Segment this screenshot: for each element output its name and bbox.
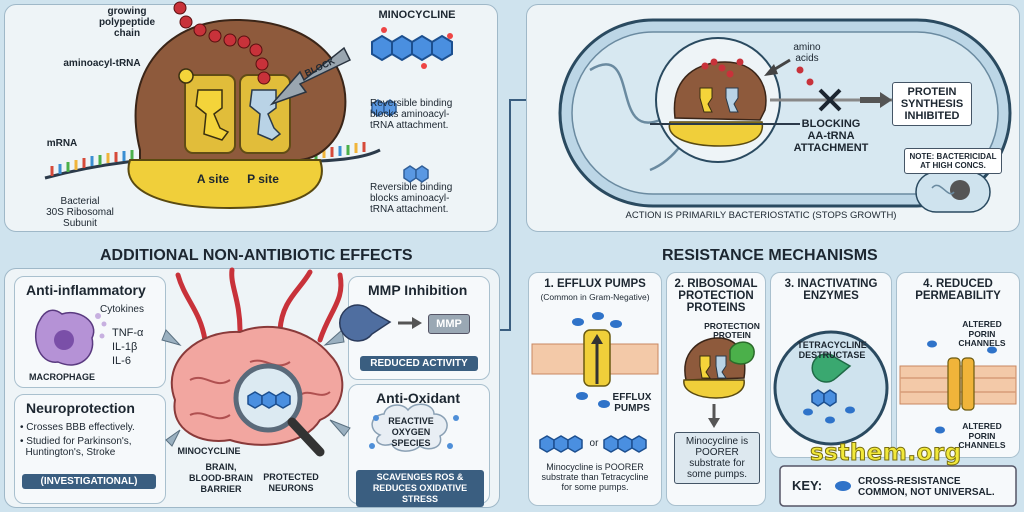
a-site-label: A site bbox=[196, 172, 230, 186]
altered-porin-label-2: ALTERED PORIN CHANNELS bbox=[958, 421, 1006, 450]
cytokines-label: Cytokines bbox=[100, 304, 144, 315]
polypeptide-chain bbox=[173, 1, 271, 85]
mmp-box: MMP bbox=[428, 314, 470, 334]
key-description: CROSS-RESISTANCE COMMON, NOT UNIVERSAL. bbox=[858, 476, 995, 498]
efflux-subtitle: (Common in Gram-Negative) bbox=[540, 292, 650, 302]
resistance-section-title: RESISTANCE MECHANISMS bbox=[656, 247, 884, 265]
scavenges-banner: SCAVENGES ROS & REDUCES OXIDATIVE STRESS bbox=[356, 470, 484, 507]
mmp-enzyme-icon bbox=[339, 304, 392, 342]
protection-protein-label: PROTECTION PROTEIN bbox=[704, 321, 760, 340]
mrna-label: mRNA bbox=[46, 138, 78, 149]
protected-neurons-label: PROTECTED NEURONS bbox=[263, 472, 319, 493]
protein-inhibited-box: PROTEIN SYNTHESIS INHIBITED bbox=[892, 82, 972, 126]
block-arrow bbox=[269, 46, 352, 106]
il6-label: IL-6 bbox=[112, 355, 131, 367]
minocycline-title: MINOCYCLINE bbox=[378, 9, 456, 21]
key-box bbox=[779, 465, 1017, 507]
investigational-banner: (INVESTIGATIONAL) bbox=[22, 474, 156, 489]
anti-inflammatory-title: Anti-inflammatory bbox=[26, 282, 146, 298]
ros-label: REACTIVE OXYGEN SPECIES bbox=[388, 416, 434, 448]
neuro-bullet-2: • Studied for Parkinson's, Huntington's,… bbox=[20, 436, 132, 458]
neuro-bullet-1: • Crosses BBB effectively. bbox=[20, 422, 135, 433]
efflux-description: Minocycline is POORER substrate than Tet… bbox=[541, 462, 649, 492]
mechanism-desc-1: Reversible binding blocks aminoacyl- tRN… bbox=[370, 98, 453, 131]
reduced-activity-banner: REDUCED ACTIVITY bbox=[360, 356, 478, 371]
bacterial-subunit-label: Bacterial 30S Ribosomal Subunit bbox=[46, 196, 114, 229]
ros-cloud-icon bbox=[371, 403, 448, 452]
bbb-label: BRAIN, BLOOD-BRAIN BARRIER bbox=[189, 462, 253, 494]
efflux-pumps-label: EFFLUX PUMPS bbox=[612, 392, 652, 414]
ribosomal-description: Minocycline is POORER substrate for some… bbox=[674, 432, 760, 484]
minocycline-molecule bbox=[371, 34, 453, 62]
inactivating-enzymes-title: 3. INACTIVATING ENZYMES bbox=[784, 278, 878, 302]
amino-acids-label: amino acids bbox=[793, 42, 821, 64]
efflux-card bbox=[528, 272, 662, 506]
trna-yellow bbox=[195, 89, 230, 141]
destructase-cell-icon bbox=[773, 330, 889, 446]
mechanism-desc-2: Reversible binding blocks aminoacyl- tRN… bbox=[370, 182, 453, 215]
destructase-enzyme-icon bbox=[811, 353, 852, 383]
aminoacyl-trna-label: aminoacyl-tRNA bbox=[63, 58, 141, 69]
tnf-label: TNF-α bbox=[112, 327, 144, 339]
blocking-label: BLOCKING AA-tRNA ATTACHMENT bbox=[793, 118, 869, 154]
destructase-label: TETRACYCLINE DESTRUCTASE bbox=[797, 340, 867, 360]
antioxidant-title: Anti-Oxidant bbox=[376, 390, 460, 406]
non-antibiotic-section-title: ADDITIONAL NON-ANTIBIOTIC EFFECTS bbox=[94, 247, 419, 265]
macrophage-label: MACROPHAGE bbox=[28, 372, 95, 382]
bacteriostatic-caption: ACTION IS PRIMARILY BACTERIOSTATIC (STOP… bbox=[625, 210, 897, 221]
efflux-title: 1. EFFLUX PUMPS bbox=[544, 278, 646, 290]
growing-chain-label: growing polypeptide chain bbox=[98, 6, 156, 39]
key-drug-icon bbox=[835, 481, 851, 491]
key-label: KEY: bbox=[791, 478, 823, 493]
reduced-permeability-title: 4. REDUCED PERMEABILITY bbox=[915, 278, 1001, 302]
or-label: or bbox=[589, 438, 599, 449]
porin-channel-icon bbox=[947, 357, 961, 411]
watermark: ssthem.org bbox=[810, 440, 962, 467]
ribosome-30s-subunit bbox=[127, 159, 323, 210]
neuroprotection-title: Neuroprotection bbox=[26, 400, 135, 416]
ribosomal-protection-title: 2. RIBOSOMAL PROTECTION PROTEINS bbox=[674, 278, 758, 314]
mmp-inhibition-title: MMP Inhibition bbox=[368, 282, 468, 298]
minocycline-brain-label: MINOCYCLINE bbox=[177, 446, 241, 456]
altered-porin-label-1: ALTERED PORIN CHANNELS bbox=[958, 319, 1006, 348]
bactericidal-note: NOTE: BACTERICIDAL AT HIGH CONCS. bbox=[904, 148, 1002, 174]
il1-label: IL-1β bbox=[112, 341, 138, 353]
p-site-label: P site bbox=[247, 172, 279, 186]
block-x-icon bbox=[818, 88, 842, 112]
